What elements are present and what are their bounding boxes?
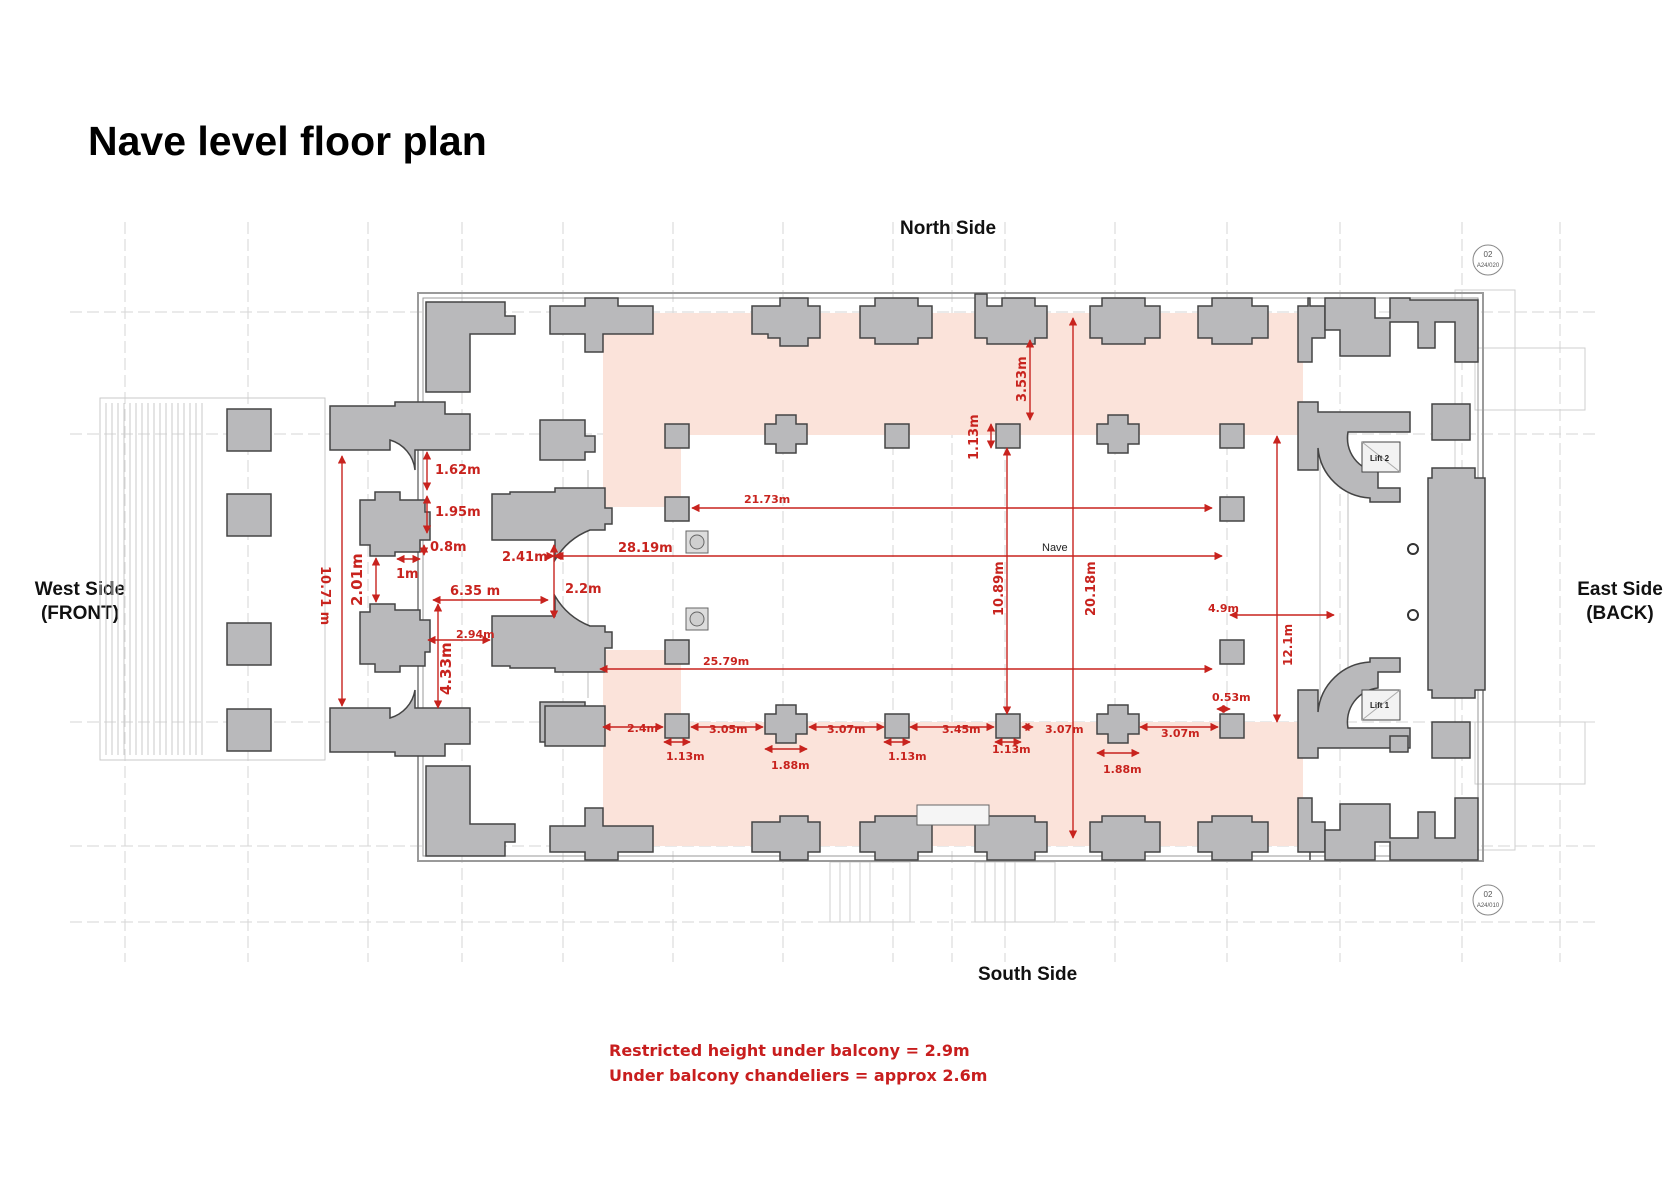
fixtures (685, 530, 1419, 826)
grid-reference-markers (1472, 244, 1504, 916)
dim-3-07-c: 3.07m (1161, 727, 1200, 740)
dim-6-35: 6.35 m (450, 584, 500, 599)
east-side-qualifier: (BACK) (1586, 603, 1654, 624)
dim-2-94: 2.94m (456, 628, 495, 641)
dim-1-88-b: 1.88m (1103, 763, 1142, 776)
dim-2-41: 2.41m (502, 550, 548, 565)
dim-3-07-a: 3.07m (827, 723, 866, 736)
dim-4-33: 4.33m (437, 642, 455, 695)
dimension-lines (337, 317, 1335, 839)
grid-ref-bottom-sheet: A24/010 (1477, 903, 1500, 909)
dim-1: 1m (396, 567, 419, 582)
dim-0-8: 0.8m (430, 540, 467, 555)
grid-ref-top-number: 02 (1484, 250, 1493, 259)
grid-ref-top-sheet: A24/020 (1477, 263, 1500, 269)
dim-2-01: 2.01m (348, 553, 366, 606)
dim-28-19: 28.19m (618, 541, 673, 556)
dim-1-13-b: 1.13m (888, 750, 927, 763)
west-steps (99, 397, 326, 761)
balcony-area (603, 313, 1303, 846)
note-chandeliers: Under balcony chandeliers = approx 2.6m (609, 1066, 988, 1085)
dim-1-95: 1.95m (435, 505, 481, 520)
dim-3-45: 3.45m (942, 723, 981, 736)
south-side-label: South Side (978, 964, 1078, 985)
dim-3-07-b: 3.07m (1045, 723, 1084, 736)
dim-2-4: 2.4m (627, 722, 658, 735)
dim-3-53: 3.53m (1015, 356, 1030, 402)
dim-1-13-a: 1.13m (666, 750, 705, 763)
dim-0-53: 0.53m (1212, 691, 1251, 704)
dim-4-9: 4.9m (1208, 602, 1239, 615)
walls (226, 293, 1486, 861)
dim-1-88-a: 1.88m (771, 759, 810, 772)
dim-10-89: 10.89m (992, 561, 1007, 616)
lift-1-label: Lift 1 (1370, 701, 1390, 710)
east-side-name: East Side (1577, 579, 1663, 600)
dim-1-13-c: 1.13m (992, 743, 1031, 756)
dim-20-18: 20.18m (1084, 561, 1099, 616)
dim-2-2: 2.2m (565, 582, 602, 597)
dim-12-1: 12.1m (1281, 624, 1295, 666)
note-restricted-height: Restricted height under balcony = 2.9m (609, 1041, 970, 1060)
page-title: Nave level floor plan (88, 118, 487, 164)
lifts (1361, 441, 1401, 721)
dim-1-62: 1.62m (435, 463, 481, 478)
dim-10-71: 10.71 m (317, 566, 332, 625)
lift-2-label: Lift 2 (1370, 454, 1390, 463)
dim-21-73: 21.73m (744, 493, 790, 506)
north-side-label: North Side (900, 218, 997, 239)
nave-label: Nave (1042, 542, 1068, 554)
west-side-name: West Side (34, 579, 126, 600)
grid-ref-bottom-number: 02 (1484, 890, 1493, 899)
east-side-label: East Side (BACK) (1570, 578, 1670, 626)
dim-3-05: 3.05m (709, 723, 748, 736)
dim-1-13-vertical: 1.13m (967, 414, 982, 460)
dim-25-79: 25.79m (703, 655, 749, 668)
